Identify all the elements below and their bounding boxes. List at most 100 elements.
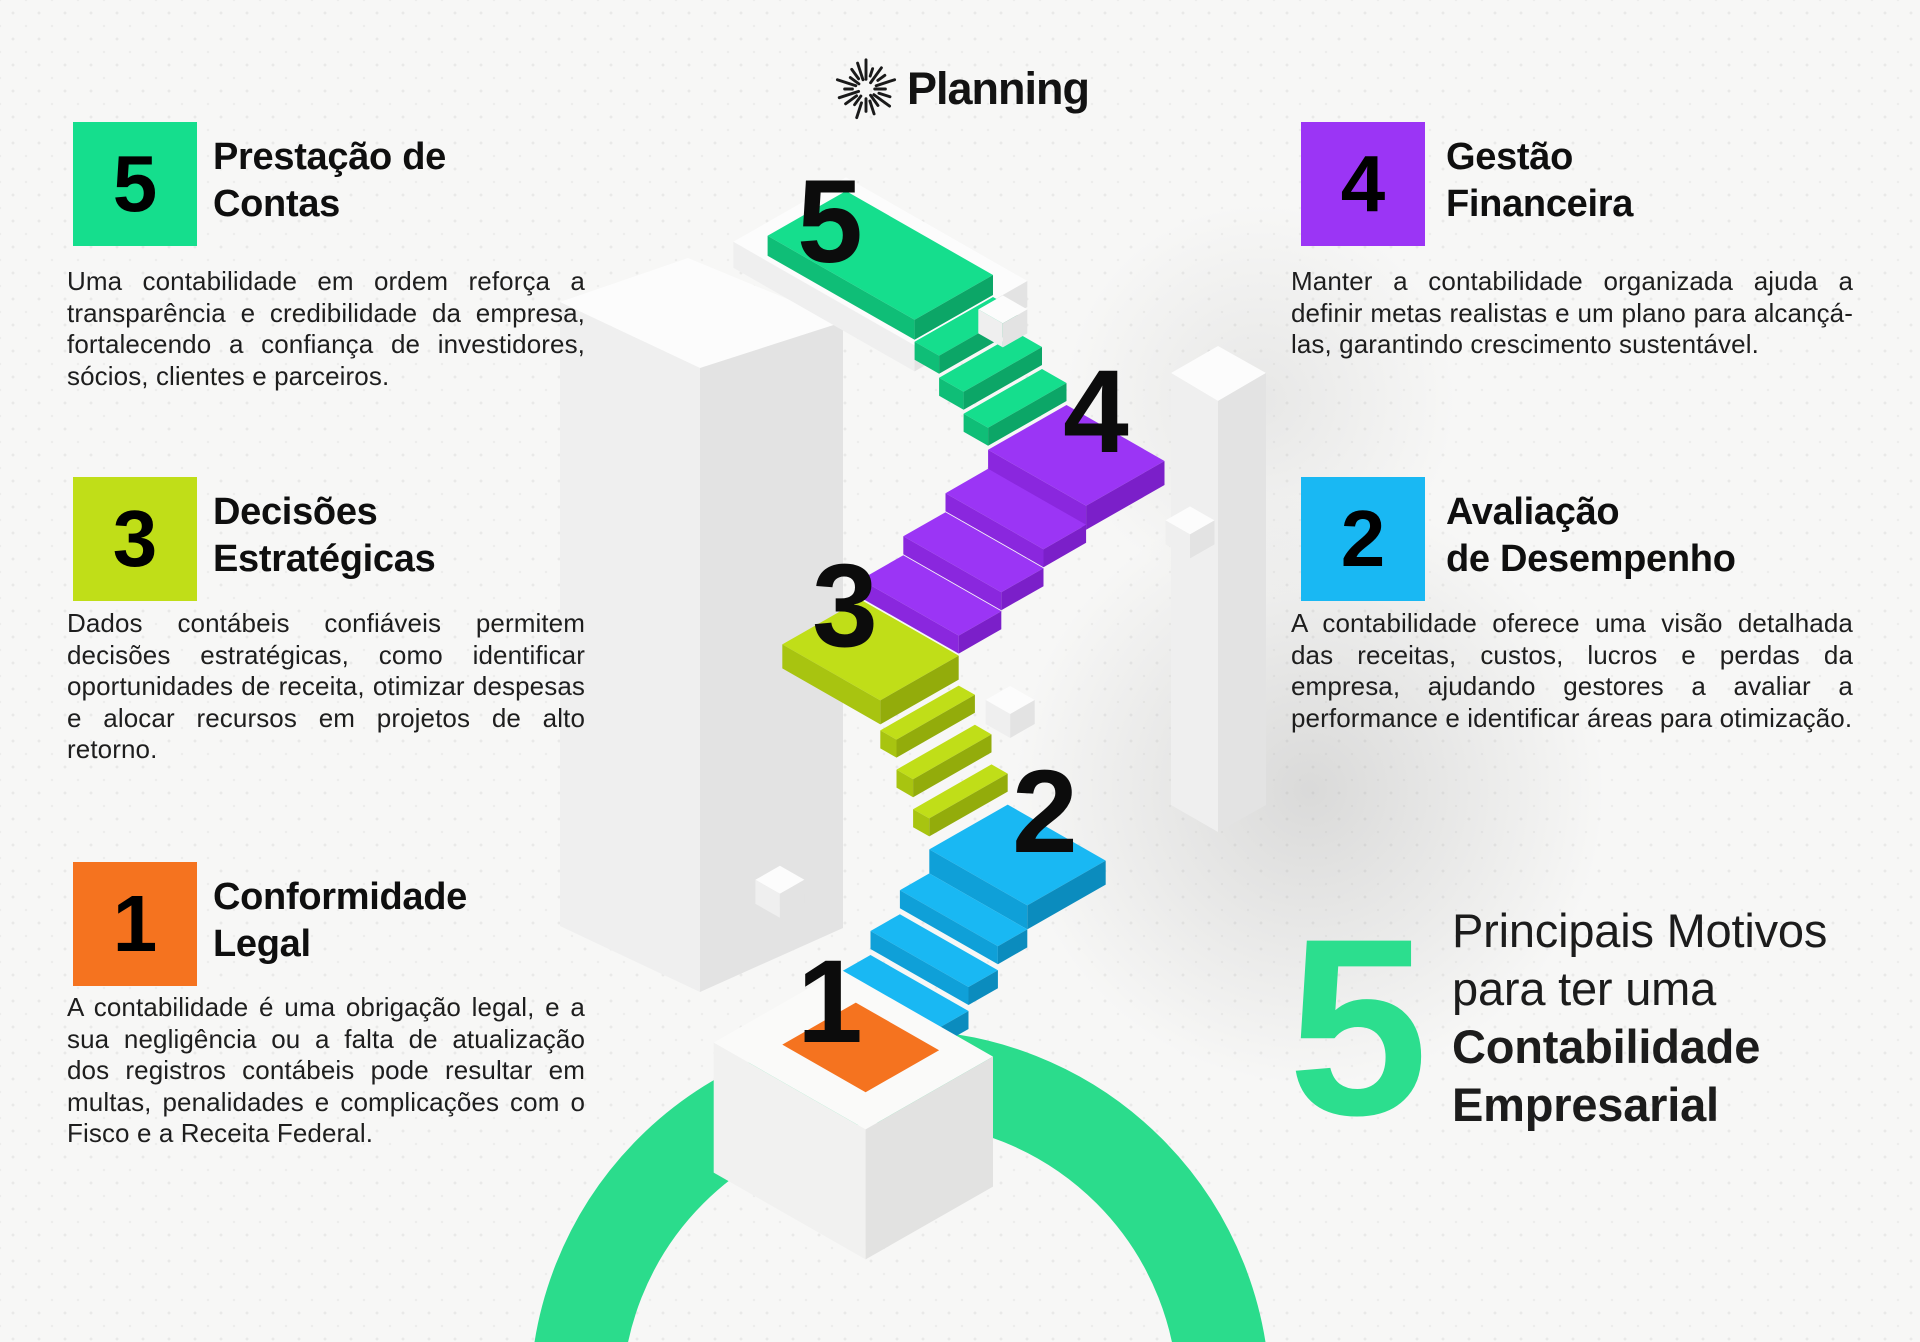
logo-text: Planning <box>907 63 1090 114</box>
step <box>945 468 1087 550</box>
starburst-ray <box>877 91 892 99</box>
landing-4 <box>1086 461 1165 530</box>
step <box>903 512 1044 593</box>
starburst-ray <box>853 94 863 107</box>
title-line: Conformidade <box>213 876 467 918</box>
slab <box>733 241 915 372</box>
step <box>988 383 1067 446</box>
landing-3 <box>880 655 959 725</box>
starburst-ray <box>872 93 892 108</box>
landing-5 <box>914 275 993 340</box>
starburst-ray <box>848 76 861 86</box>
step <box>913 734 992 798</box>
step <box>968 970 998 1005</box>
title-line: Legal <box>213 923 311 965</box>
mini-cube <box>985 686 1035 714</box>
card-title: Prestação de Contas <box>213 134 446 228</box>
title-line: Contas <box>213 183 340 225</box>
slab <box>733 177 1028 346</box>
number-square: 2 <box>1301 477 1425 601</box>
step <box>896 724 992 780</box>
mini-cube <box>985 700 1011 738</box>
number-square: 4 <box>1301 122 1425 246</box>
mini-cube <box>1190 520 1215 559</box>
headline-title: Principais Motivos para ter uma Contabil… <box>1452 902 1827 1134</box>
card-conformidade-legal: 1 Conformidade Legal A contabilidade é u… <box>67 862 653 1202</box>
title-line: de Desempenho <box>1446 538 1736 580</box>
bottom-box <box>713 1042 866 1260</box>
stair-number: 1 <box>797 936 863 1068</box>
stair-number: 5 <box>797 156 863 288</box>
slab <box>914 281 1028 372</box>
step <box>841 955 969 1028</box>
starburst-ray <box>855 101 863 120</box>
mini-cube <box>1165 506 1215 535</box>
card-body: Uma contabilidade em ordem reforça a tra… <box>67 266 585 391</box>
step <box>896 694 975 758</box>
bottom-box <box>713 969 993 1130</box>
step <box>896 769 914 798</box>
square-number: 2 <box>1340 494 1386 583</box>
square-number: 5 <box>112 139 158 228</box>
step <box>945 493 1044 568</box>
headline-big-number: 5 <box>1288 887 1429 1168</box>
stair-number: 2 <box>1012 746 1078 878</box>
step <box>841 971 940 1046</box>
step <box>913 809 930 837</box>
starburst-ray <box>837 89 861 100</box>
headline-line: Contabilidade <box>1452 1020 1761 1073</box>
card-body: Manter a contabilidade organizada ajuda … <box>1291 266 1853 359</box>
card-avaliacao-de-desempenho: 2 Avaliação de Desempenho A contabilidad… <box>1291 477 1881 817</box>
card-body: Dados contábeis confiáveis permitem deci… <box>67 608 585 764</box>
right-pillar <box>1171 346 1266 401</box>
title-line: Financeira <box>1446 183 1634 225</box>
card-title: Decisões Estratégicas <box>213 489 436 583</box>
card-title: Conformidade Legal <box>213 874 467 968</box>
starburst-ray <box>868 99 876 116</box>
step <box>870 931 969 1005</box>
step <box>958 611 1002 654</box>
card-body: A contabilidade oferece uma visão detalh… <box>1291 608 1853 733</box>
step <box>939 311 1018 374</box>
landing-2 <box>1027 860 1106 930</box>
right-pillar <box>1171 373 1218 832</box>
step <box>939 333 1042 392</box>
card-body: A contabilidade é uma obrigação legal, e… <box>67 992 585 1148</box>
step <box>963 369 1067 428</box>
starburst-ray <box>874 78 897 88</box>
step <box>880 685 975 740</box>
mini-cube <box>1165 520 1190 559</box>
stair-number: 4 <box>1063 346 1129 478</box>
step <box>1043 524 1087 568</box>
starburst-ray <box>856 61 865 82</box>
step <box>929 773 1008 837</box>
step <box>939 1011 969 1046</box>
number-square: 3 <box>73 477 197 601</box>
starburst-ray <box>869 66 883 85</box>
mini-cube <box>779 879 805 918</box>
step <box>914 341 940 374</box>
step <box>963 413 989 446</box>
mini-cube <box>978 295 1028 324</box>
step <box>870 914 998 987</box>
starburst-ray <box>835 78 858 88</box>
landing-2 <box>929 804 1106 906</box>
starburst-ray <box>868 67 875 78</box>
landing-3 <box>782 644 881 725</box>
card-prestacao-de-contas: 5 Prestação de Contas Uma contabilidade … <box>67 122 653 462</box>
step <box>913 764 1008 819</box>
starburst-icon <box>835 58 897 120</box>
title-line: Decisões <box>213 491 378 533</box>
headline-line: Principais Motivos <box>1452 904 1828 957</box>
mini-cube <box>1002 309 1028 348</box>
step <box>1001 568 1044 611</box>
square-number: 3 <box>112 494 158 583</box>
starburst-ray <box>869 93 880 107</box>
square-number: 1 <box>112 879 158 968</box>
starburst-ray <box>876 73 887 82</box>
brand-logo: Planning <box>833 56 1090 122</box>
landing-1 <box>782 1002 940 1093</box>
square-number: 4 <box>1340 139 1386 228</box>
step <box>860 555 1002 636</box>
